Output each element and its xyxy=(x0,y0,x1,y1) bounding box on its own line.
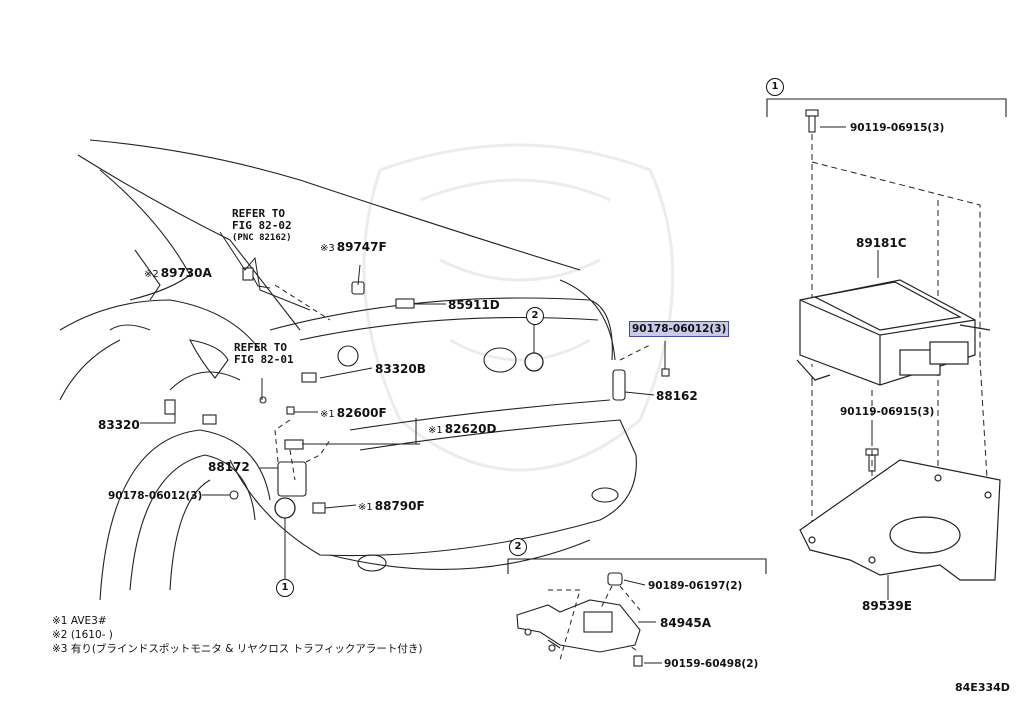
footnote-2: ※2 (1610- ) xyxy=(52,629,113,641)
detail-group-2 xyxy=(507,558,767,574)
part-number: 88790F xyxy=(374,499,425,513)
refer-line: FIG 82-02 xyxy=(232,219,292,232)
diagram-code: 84E334D xyxy=(955,681,1010,694)
note-prefix: ※2 xyxy=(144,269,159,280)
part-number: 82620D xyxy=(444,422,497,436)
connector-part-icon xyxy=(242,267,254,281)
radar-sensor-icon xyxy=(277,461,307,497)
clip-part-icon xyxy=(607,572,643,667)
note-prefix: ※1 xyxy=(320,409,335,420)
part-label-90178-06012-highlighted[interactable]: 90178-06012(3) xyxy=(628,321,730,337)
leader-lines xyxy=(140,231,666,580)
refer-pnc: (PNC 82162) xyxy=(232,233,292,243)
watermark-mask-icon xyxy=(362,143,675,472)
part-label-85911D[interactable]: 85911D xyxy=(448,298,500,312)
vehicle-body-drawing xyxy=(59,139,637,601)
part-label-90119-06915-top[interactable]: 90119-06915(3) xyxy=(850,122,945,134)
sensor-plug-icon xyxy=(301,372,317,383)
part-label-83320[interactable]: 83320 xyxy=(98,418,140,432)
callout-1-car[interactable]: 1 xyxy=(276,579,294,597)
camera-assembly-icon xyxy=(516,599,641,653)
part-label-90119-06915-bottom[interactable]: 90119-06915(3) xyxy=(840,406,935,418)
ecu-module-icon xyxy=(796,279,991,386)
callout-2-car[interactable]: 2 xyxy=(526,307,544,325)
footnote-3: ※3 有り(ブラインドスポットモニタ & リヤクロス トラフィックアラート付き) xyxy=(52,643,423,655)
callout-marker-icon xyxy=(274,497,296,519)
part-label-90189-06197[interactable]: 90189-06197(2) xyxy=(648,580,743,592)
part-number: 89747F xyxy=(336,240,387,254)
sensor-part-icon xyxy=(612,369,626,401)
refer-line: REFER TO xyxy=(232,207,285,220)
refer-to-fig-82-01[interactable]: REFER TO FIG 82-01 xyxy=(234,342,294,366)
callout-2-group: 2 xyxy=(509,538,527,556)
refer-line: FIG 82-01 xyxy=(234,353,294,366)
part-number: 89730A xyxy=(160,266,212,280)
callout-1-group: 1 xyxy=(766,78,784,96)
nut-part-icon xyxy=(661,368,670,377)
part-label-89181C[interactable]: 89181C xyxy=(856,236,907,250)
callout-marker-icon xyxy=(524,352,544,372)
note-prefix: ※1 xyxy=(358,502,373,513)
sensor-part-icon xyxy=(164,399,176,415)
harness-clamp-icon xyxy=(337,345,359,367)
mounting-bracket-icon xyxy=(799,459,1001,581)
part-label-88162[interactable]: 88162 xyxy=(656,389,698,403)
part-label-83320B[interactable]: 83320B xyxy=(375,362,426,376)
nut-part-icon xyxy=(229,490,239,500)
part-number: 82600F xyxy=(336,406,387,420)
connector-part-icon xyxy=(312,502,326,514)
part-label-90159-60498[interactable]: 90159-60498(2) xyxy=(664,658,759,670)
sensor-plug-icon xyxy=(202,414,217,425)
refer-line: REFER TO xyxy=(234,341,287,354)
clip-part-icon xyxy=(286,406,295,415)
footnote-1: ※1 AVE3# xyxy=(52,615,107,627)
detail-group-1 xyxy=(766,98,1007,120)
part-label-89539E[interactable]: 89539E xyxy=(862,599,912,613)
part-label-88172[interactable]: 88172 xyxy=(208,460,250,474)
refer-to-fig-82-02[interactable]: REFER TO FIG 82-02 (PNC 82162) xyxy=(232,208,292,244)
bracket-part-icon xyxy=(395,298,415,309)
part-label-84945A[interactable]: 84945A xyxy=(660,616,712,630)
note-prefix: ※1 xyxy=(428,425,443,436)
part-label-90178-06012-left[interactable]: 90178-06012(3) xyxy=(108,490,203,502)
note-prefix: ※3 xyxy=(320,243,335,254)
bracket-part-icon xyxy=(284,439,304,450)
clip-part-icon xyxy=(259,396,267,404)
